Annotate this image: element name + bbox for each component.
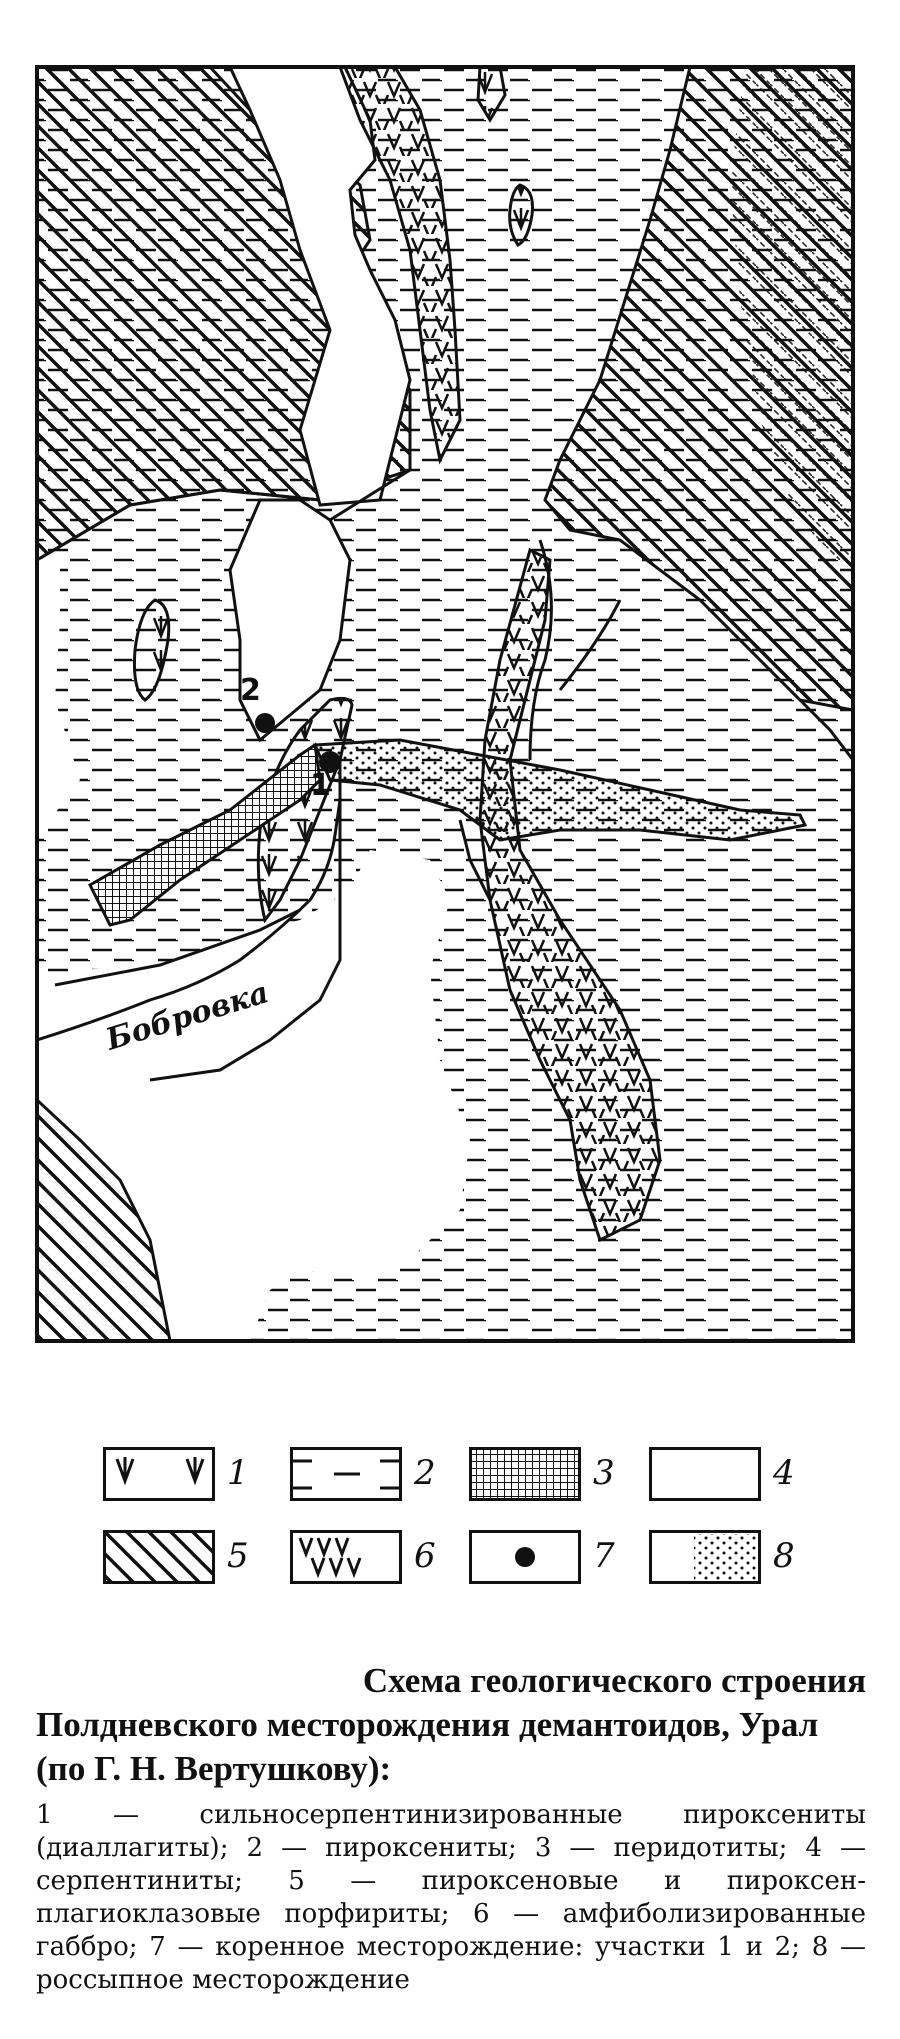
river-bobrovka <box>37 799 342 1042</box>
peridotite-band <box>88 742 322 927</box>
legend-num-7: 7 <box>593 1536 615 1576</box>
serpentinite-area-south <box>37 850 470 1341</box>
crosshatch-icon <box>469 1447 581 1501</box>
deposit-site-2-dot <box>255 713 275 733</box>
legend-num-5: 5 <box>227 1536 249 1576</box>
sparse-v-lens-west <box>133 598 171 702</box>
legend-num-3: 3 <box>593 1453 615 1493</box>
legend-num-6: 6 <box>414 1536 436 1576</box>
contact-line-7 <box>528 539 553 761</box>
caption-title-line1: Схема геологического строения <box>362 1661 866 1700</box>
deposit-site-2-label: 2 <box>240 673 261 708</box>
deposit-site-1-label: 1 <box>310 768 331 803</box>
caption-title-line2: Полдневского месторождения демантоидов, … <box>36 1705 819 1788</box>
dash-icon <box>290 1447 402 1501</box>
contact-line-5 <box>149 760 342 1082</box>
deposit-site-1-dot <box>319 751 341 773</box>
legend-num-2: 2 <box>414 1453 436 1493</box>
diagonal-hatch-icon <box>103 1530 215 1584</box>
contact-line-1 <box>37 488 321 562</box>
legend-row-1: 1 2 3 4 <box>0 1447 900 1527</box>
placer-band <box>312 738 808 842</box>
v-dense-icon <box>290 1530 402 1584</box>
map-frame <box>35 65 855 1343</box>
porphyrite-area-sw <box>37 1097 172 1341</box>
legend-num-1: 1 <box>227 1453 249 1493</box>
gabbro-dike-south <box>478 547 662 1243</box>
caption-legend-text: 1 — сильносерпентинизированные пироксени… <box>36 1800 866 1995</box>
contact-line-6 <box>458 819 492 901</box>
stipple-icon <box>649 1530 761 1584</box>
v-sparse-icon <box>103 1447 215 1501</box>
contact-line-3 <box>54 908 301 987</box>
contact-line-4 <box>798 698 853 761</box>
sparse-v-lens-top <box>476 67 507 123</box>
legend-num-8: 8 <box>773 1536 795 1576</box>
blank-icon <box>649 1447 761 1501</box>
legend-row-2: 5 6 7 8 <box>0 1530 900 1610</box>
contact-line-8 <box>558 599 622 691</box>
gabbro-dike-north <box>338 67 462 465</box>
figure-caption: Схема геологического строения Полдневско… <box>36 1659 866 1997</box>
dot-icon <box>469 1530 581 1584</box>
serpentinite-area-center <box>228 498 352 743</box>
serpentinite-area-west <box>37 555 80 830</box>
sparse-v-lens-2 <box>508 183 534 247</box>
porphyrite-area-ne-thin <box>730 67 853 560</box>
contact-line-2 <box>329 468 411 522</box>
geological-map: 2 1 Бобровка <box>35 65 855 1343</box>
legend-num-4: 4 <box>773 1453 795 1493</box>
